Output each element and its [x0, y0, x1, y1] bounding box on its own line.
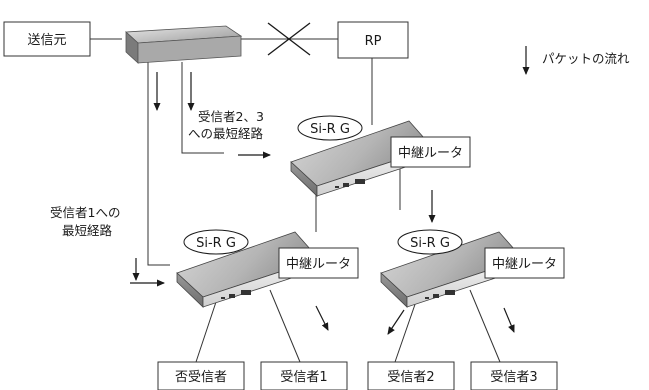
- router-badge-label: Si-R G: [310, 122, 350, 137]
- relay-router-label: 中継ルータ: [492, 257, 557, 272]
- router-badge-label: Si-R G: [410, 236, 450, 251]
- rp-box: RP: [337, 21, 409, 59]
- shortest-path-r23-line2: への最短経路: [188, 126, 264, 141]
- receiver-2-box: 受信者2: [367, 361, 455, 390]
- flow-arrow: [503, 307, 515, 333]
- flow-arrow: [387, 309, 405, 335]
- source-switch: [125, 25, 243, 64]
- receiver-3-label: 受信者3: [490, 370, 537, 385]
- shortest-path-r1-line2: 最短経路: [62, 223, 113, 238]
- source-box: 送信元: [3, 21, 91, 57]
- relay-router-label: 中継ルータ: [398, 146, 463, 161]
- flow-arrows: [130, 46, 530, 335]
- shortest-path-r23-line: [181, 62, 224, 154]
- router-badge-relay1: Si-R G: [297, 115, 363, 141]
- relay-router-label: 中継ルータ: [286, 257, 351, 272]
- router-badge-label: Si-R G: [196, 236, 236, 251]
- relay-router-box-2: 中継ルータ: [278, 247, 359, 279]
- links: [90, 38, 501, 363]
- link-relay3-r3: [469, 289, 501, 363]
- shortest-path-r1-line1: 受信者1への: [50, 205, 120, 220]
- relay-router-box-3: 中継ルータ: [484, 247, 565, 279]
- non-receiver-label: 否受信者: [175, 370, 227, 385]
- receiver-1-box: 受信者1: [260, 361, 348, 390]
- shortest-path-r23-line1: 受信者2、3: [198, 109, 264, 124]
- router-badge-relay2: Si-R G: [183, 229, 249, 255]
- router-badge-relay3: Si-R G: [397, 229, 463, 255]
- rp-label: RP: [365, 34, 382, 49]
- flow-arrow: [315, 305, 329, 331]
- receiver-3-box: 受信者3: [470, 361, 558, 390]
- blocked-x-icon: [267, 22, 311, 56]
- relay-router-box-1: 中継ルータ: [390, 136, 471, 168]
- non-receiver-box: 否受信者: [157, 361, 245, 390]
- source-label: 送信元: [27, 33, 66, 48]
- receiver-2-label: 受信者2: [387, 370, 434, 385]
- link-relay2-r1: [269, 289, 301, 363]
- receiver-1-label: 受信者1: [280, 370, 327, 385]
- shortest-path-r1-line: [147, 62, 170, 266]
- legend-packet-flow-label: パケットの流れ: [542, 51, 630, 66]
